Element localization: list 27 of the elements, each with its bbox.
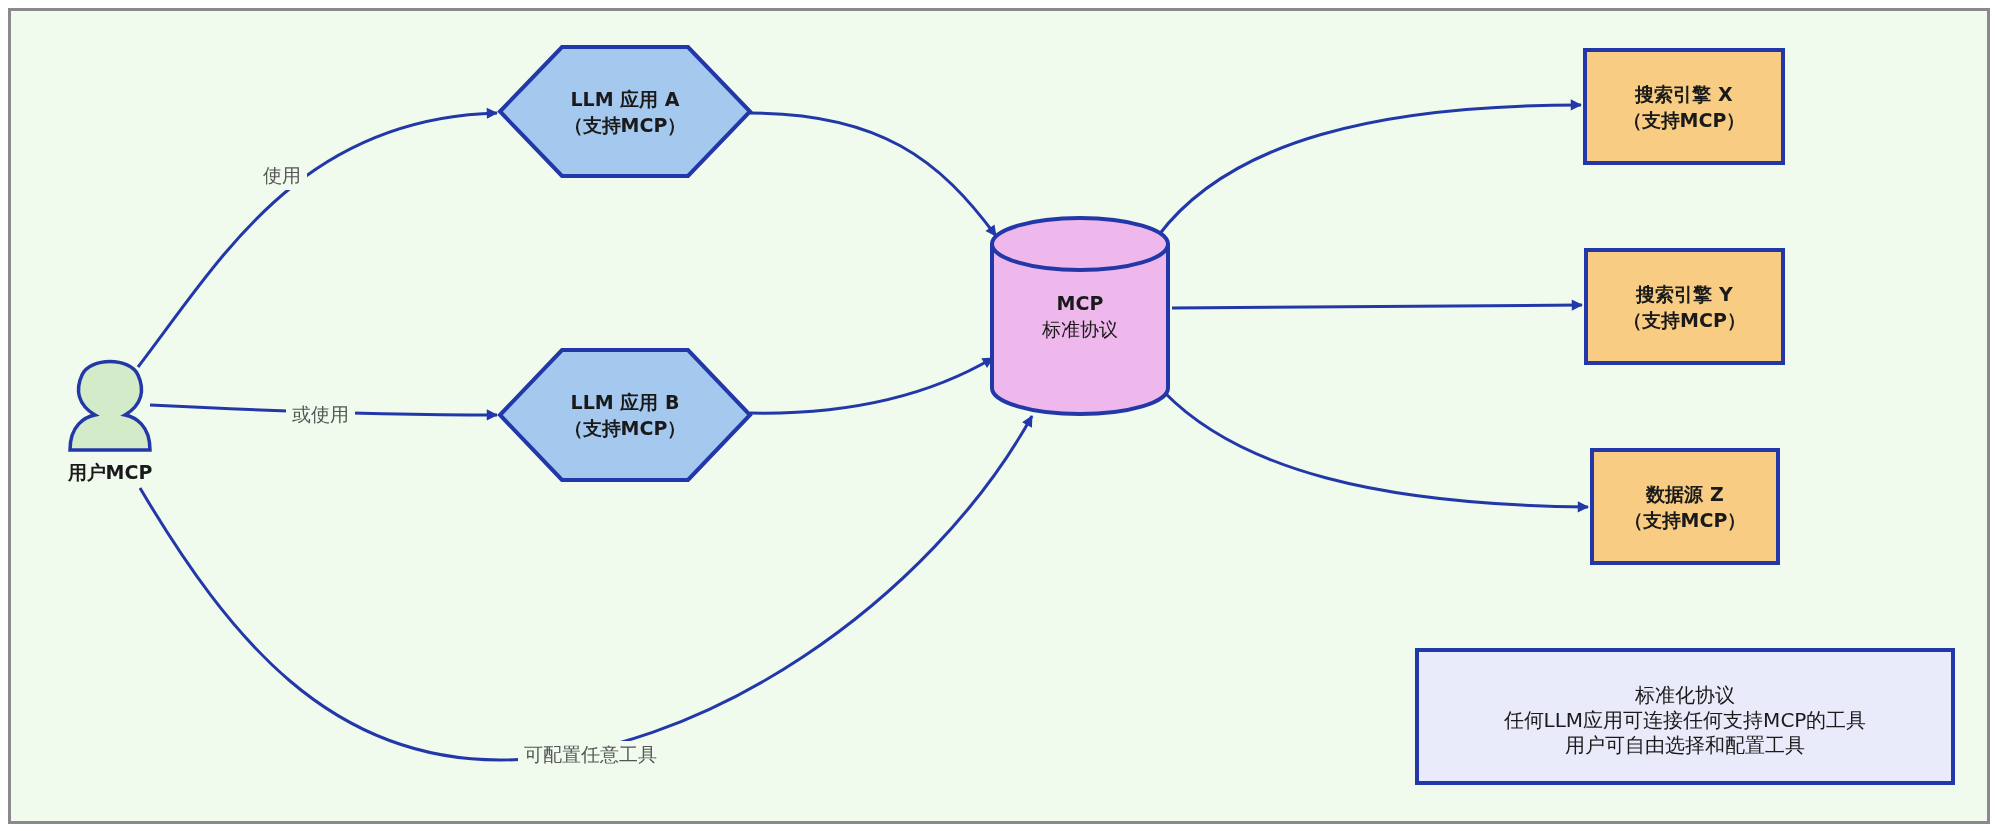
app-hexagon bbox=[500, 348, 750, 482]
node-label: （支持MCP） bbox=[1622, 107, 1746, 133]
protocol-cylinder bbox=[990, 218, 1170, 414]
note-box bbox=[1415, 648, 1955, 785]
node-label: （支持MCP） bbox=[563, 112, 687, 138]
app-hexagon bbox=[500, 45, 750, 178]
arrow bbox=[749, 111, 998, 237]
node-label: （支持MCP） bbox=[563, 416, 687, 441]
node-label: LLM 应用 A bbox=[570, 86, 680, 112]
note-text: 任何LLM应用可连接任何支持MCP的工具 bbox=[1503, 708, 1867, 733]
tool-box bbox=[1583, 48, 1785, 165]
arrow bbox=[1172, 299, 1583, 311]
arrow bbox=[138, 415, 1034, 762]
node-label: （支持MCP） bbox=[1623, 307, 1746, 333]
node-label: MCP bbox=[1056, 291, 1104, 316]
node-label: 数据源 Z bbox=[1646, 481, 1724, 507]
tool-box bbox=[1590, 448, 1780, 565]
note-text: 标准化协议 bbox=[1635, 683, 1735, 708]
node-label: 搜索引擎 Y bbox=[1636, 281, 1733, 307]
node-label: 用户MCP bbox=[67, 460, 153, 485]
node-label: 标准协议 bbox=[1042, 317, 1118, 342]
node-label: 搜索引擎 X bbox=[1635, 81, 1733, 107]
tool-box bbox=[1584, 248, 1785, 365]
node-label: LLM 应用 B bbox=[570, 390, 680, 415]
node-label: （支持MCP） bbox=[1623, 507, 1747, 533]
arrow bbox=[136, 108, 498, 368]
note-text: 用户可自由选择和配置工具 bbox=[1565, 733, 1805, 758]
